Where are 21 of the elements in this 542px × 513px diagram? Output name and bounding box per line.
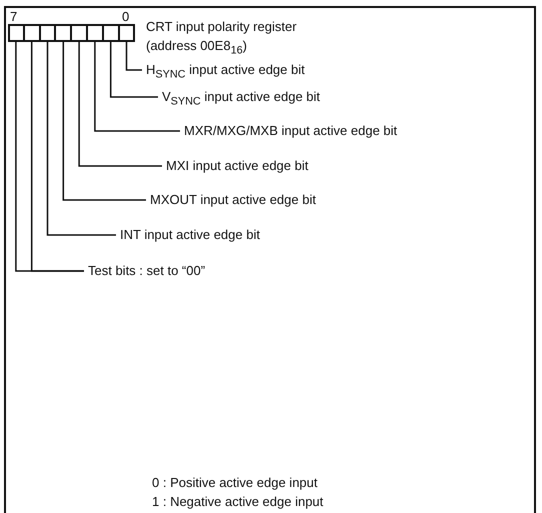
- bit-description: MXI input active edge bit: [166, 158, 308, 174]
- bit-description: V$_{SYNC}$ input active edge bit: [162, 89, 320, 110]
- bit-description: MXR/MXG/MXB input active edge bit: [184, 123, 398, 139]
- bit-cell: [118, 24, 136, 42]
- register-address: (address 00E8$_{16}$): [146, 38, 247, 59]
- leader-line: [94, 42, 180, 132]
- leader-line: [126, 42, 142, 71]
- bit-description: H$_{SYNC}$ input active edge bit: [146, 62, 305, 83]
- legend-note: 0 : Positive active edge input: [152, 475, 318, 491]
- legend-note: 1 : Negative active edge input: [152, 494, 324, 510]
- leader-line: [15, 42, 84, 272]
- bit-description: Test bits : set to “00”: [88, 263, 206, 279]
- bit-number: 7: [10, 9, 18, 25]
- bit-description: MXOUT input active edge bit: [150, 192, 316, 208]
- leader-line: [62, 42, 146, 201]
- bit-description: INT input active edge bit: [120, 227, 260, 243]
- register-name: CRT input polarity register: [146, 19, 297, 35]
- leader-line: [46, 42, 116, 236]
- leader-line: [110, 42, 158, 98]
- bit-number: 0: [122, 9, 130, 25]
- leader-line: [78, 42, 162, 167]
